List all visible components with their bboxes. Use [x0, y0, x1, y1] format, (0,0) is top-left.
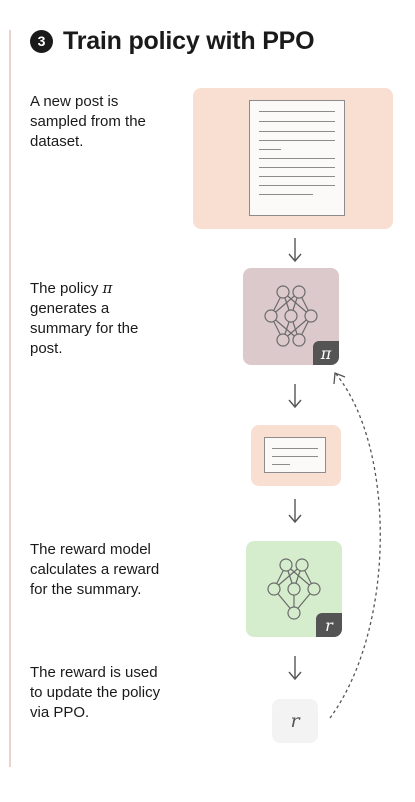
summary-card [251, 425, 341, 486]
down-arrow-icon [288, 238, 302, 263]
step-text-policy-after: generates a summary for the post. [30, 300, 139, 357]
step-number-badge: 3 [30, 29, 53, 53]
step-text-policy-generates: The policy π generates a summary for the… [30, 278, 170, 359]
down-arrow-icon [288, 499, 302, 524]
dashed-loop-arrow-icon [329, 372, 381, 719]
reward-model-node: r [246, 541, 342, 637]
left-divider [9, 30, 11, 767]
dataset-post-card [193, 88, 393, 229]
reward-value: r [272, 699, 318, 743]
reward-model-tag: r [316, 613, 342, 637]
down-arrow-icon [288, 384, 302, 409]
summary-document-icon [264, 437, 326, 473]
policy-symbol: π [102, 279, 113, 297]
down-arrow-icon [288, 656, 302, 681]
policy-node: π [243, 268, 339, 365]
policy-tag: π [313, 341, 339, 365]
section-title: Train policy with PPO [63, 26, 315, 55]
step-text-reward-model: The reward model calculates a reward for… [30, 541, 160, 598]
document-icon [249, 100, 345, 216]
neural-network-icon [267, 558, 321, 620]
neural-network-icon [264, 285, 318, 347]
step-text-update-policy: The reward is used to update the policy … [30, 664, 161, 721]
section-header: 3 Train policy with PPO [30, 24, 315, 58]
step-text-policy-before: The policy [30, 280, 103, 297]
step-text-sample-post: A new post is sampled from the dataset. [30, 93, 146, 150]
